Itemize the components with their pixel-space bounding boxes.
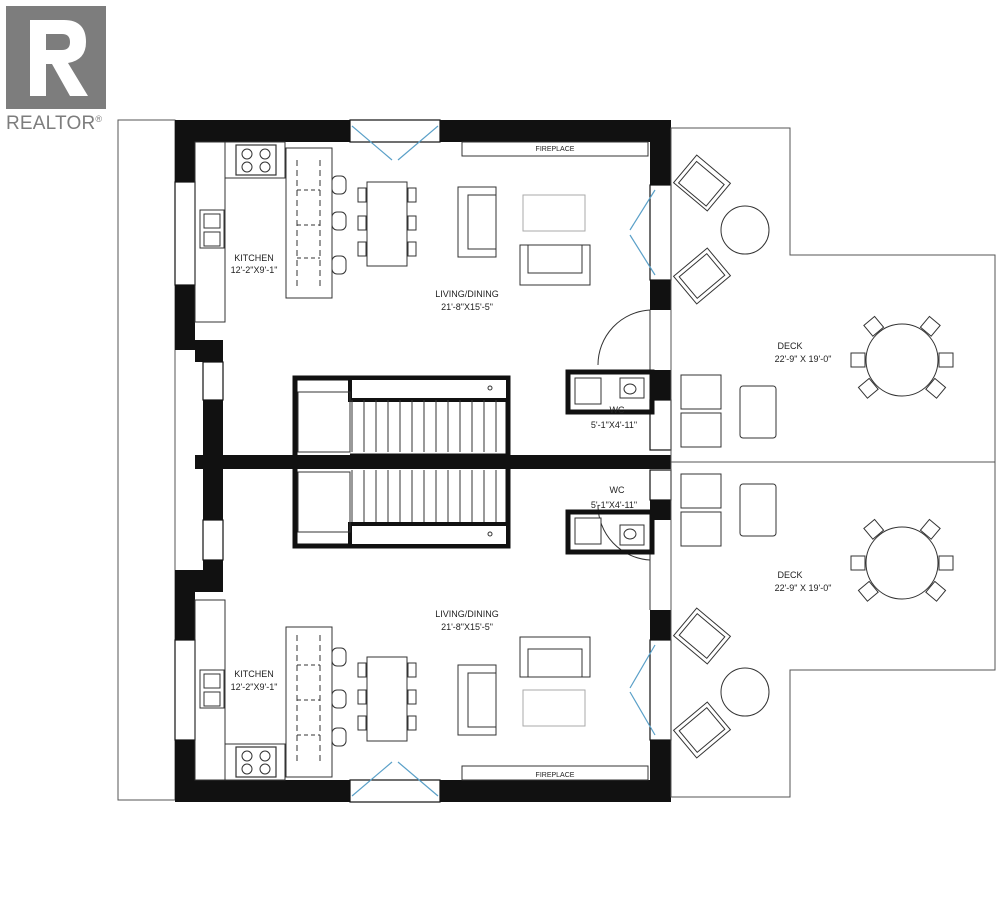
side-walkway	[117, 119, 176, 801]
kitchen-dims-lower: 12'-2"X9'-1"	[231, 682, 278, 692]
wc-upper	[565, 369, 655, 415]
wc-label-lower: WC	[610, 485, 625, 495]
deck-furniture-lower	[672, 473, 939, 759]
deck-chair	[919, 518, 941, 540]
decks	[670, 127, 996, 798]
realtor-logo-mark	[6, 6, 106, 109]
wc-label-upper: WC	[610, 405, 625, 415]
wc-dims-lower: 5'-1"X4'-11"	[591, 500, 637, 510]
bar-stools-lower	[331, 647, 347, 747]
exterior-walls	[175, 120, 671, 802]
realtor-logo: REALTOR®	[0, 0, 120, 140]
living-label-lower: LIVING/DINING	[435, 609, 499, 619]
r-letter-icon	[30, 20, 88, 96]
staircase	[292, 375, 511, 549]
deck-label-upper: DECK	[777, 341, 802, 351]
deck-chair	[850, 352, 866, 368]
deck-chair	[857, 377, 879, 399]
deck-chair	[938, 352, 954, 368]
deck-chair	[850, 555, 866, 571]
windows	[174, 119, 672, 803]
living-label-upper: LIVING/DINING	[435, 289, 499, 299]
fireplaces	[461, 141, 649, 781]
fireplace-label-upper: FIREPLACE	[536, 146, 575, 153]
dining-table-lower	[357, 656, 417, 742]
deck-chair	[925, 580, 947, 602]
deck-chair	[863, 518, 885, 540]
living-dims-lower: 21'-8"X15'-5"	[441, 622, 493, 632]
deck-dims-lower: 22'-9" X 19'-0"	[775, 583, 832, 593]
room-labels: KITCHEN 12'-2"X9'-1" LIVING/DINING 21'-8…	[231, 253, 832, 692]
deck-chair	[863, 315, 885, 337]
deck-chair	[938, 555, 954, 571]
deck-label-lower: DECK	[777, 570, 802, 580]
bar-stools-upper	[331, 175, 347, 275]
kitchen-label-upper: KITCHEN	[234, 253, 274, 263]
wc-dims-upper: 5'-1"X4'-11"	[591, 420, 637, 430]
dining-table-upper	[357, 181, 417, 267]
deck-furniture-upper	[672, 154, 939, 448]
living-furniture-upper	[457, 186, 591, 286]
deck-chair	[925, 377, 947, 399]
deck-chair	[919, 315, 941, 337]
kitchen-label-lower: KITCHEN	[234, 669, 274, 679]
deck-chairs	[850, 315, 954, 602]
kitchen-upper	[194, 141, 333, 323]
fireplace-label-lower: FIREPLACE	[536, 772, 575, 779]
realtor-wordmark: REALTOR®	[6, 113, 103, 134]
living-furniture-lower	[457, 636, 591, 736]
deck-dims-upper: 22'-9" X 19'-0"	[775, 354, 832, 364]
deck-chair	[857, 580, 879, 602]
living-dims-upper: 21'-8"X15'-5"	[441, 302, 493, 312]
wc-lower	[565, 509, 655, 555]
kitchen-dims-upper: 12'-2"X9'-1"	[231, 265, 278, 275]
